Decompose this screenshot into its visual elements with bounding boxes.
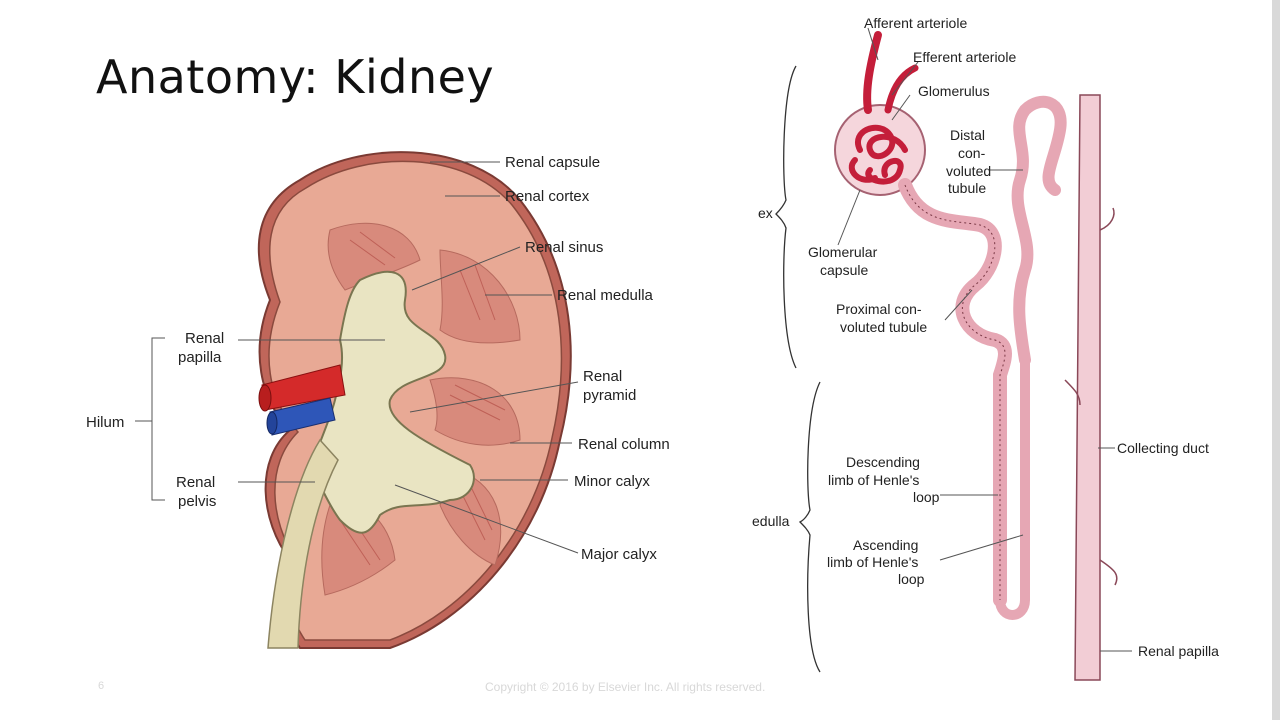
label-medulla-partial: edulla [752, 513, 790, 529]
kidney-leader-lines [135, 161, 579, 554]
label-ascending-l2: limb of Henle's [827, 554, 918, 570]
glomerulus [848, 124, 908, 185]
label-glomerular-capsule-l2: capsule [820, 262, 868, 278]
label-descending-l1: Descending [846, 454, 920, 470]
label-glomerulus: Glomerulus [918, 83, 990, 99]
label-renal-sinus: Renal sinus [525, 239, 603, 256]
label-proximal-l2: voluted tubule [840, 319, 927, 335]
label-ascending-l1: Ascending [853, 537, 918, 553]
efferent-arteriole [884, 64, 919, 114]
label-renal-pelvis-l2: pelvis [178, 493, 216, 510]
copyright-notice: Copyright © 2016 by Elsevier Inc. All ri… [485, 680, 766, 694]
collecting-duct [1074, 94, 1101, 681]
label-distal-l1: Distal [950, 127, 985, 143]
label-descending-l3: loop [913, 489, 940, 505]
region-brackets [775, 65, 821, 673]
label-renal-cortex: Renal cortex [505, 188, 590, 205]
label-renal-medulla: Renal medulla [557, 287, 654, 304]
afferent-arteriole [863, 31, 882, 114]
label-renal-papilla-nephron: Renal papilla [1138, 643, 1219, 659]
proximal-tubule [898, 178, 1012, 607]
kidney-diagram: Renal capsule Renal cortex Renal sinus R… [86, 151, 670, 649]
label-descending-l2: limb of Henle's [828, 472, 919, 488]
label-ascending-l3: loop [898, 571, 925, 587]
nephron-diagram: ex edulla Afferent arteriole Efferent ar… [752, 15, 1219, 681]
label-glomerular-capsule-l1: Glomerular [808, 244, 878, 260]
pyramid-striations [339, 231, 506, 566]
right-edge-strip [1272, 0, 1280, 720]
label-distal-l3: voluted [946, 163, 991, 179]
label-renal-pyramid-l1: Renal [583, 368, 622, 385]
label-minor-calyx: Minor calyx [574, 473, 650, 490]
label-renal-column: Renal column [578, 436, 670, 453]
label-major-calyx: Major calyx [581, 546, 657, 563]
nephron-leader-lines [837, 27, 1132, 652]
slide-title: Anatomy: Kidney [96, 50, 495, 104]
ureter [267, 438, 339, 649]
label-renal-papilla-l2: papilla [178, 349, 222, 366]
label-hilum: Hilum [86, 414, 124, 431]
label-proximal-l1: Proximal con- [836, 301, 922, 317]
label-distal-l2: con- [958, 145, 986, 161]
label-renal-capsule: Renal capsule [505, 154, 600, 171]
distal-tubule [1011, 95, 1067, 366]
label-distal-l4: tubule [948, 180, 986, 196]
label-renal-pelvis-l1: Renal [176, 474, 215, 491]
renal-pelvis [308, 270, 475, 534]
label-cortex-partial: ex [758, 205, 773, 221]
label-collecting-duct: Collecting duct [1117, 440, 1209, 456]
glomerular-capsule [834, 104, 926, 196]
loop-of-henle [995, 360, 1030, 620]
slide-number: 6 [98, 680, 105, 692]
label-renal-pyramid-l2: pyramid [583, 387, 636, 404]
label-afferent-arteriole: Afferent arteriole [864, 15, 967, 31]
label-efferent-arteriole: Efferent arteriole [913, 49, 1016, 65]
label-renal-papilla-l1: Renal [185, 330, 224, 347]
